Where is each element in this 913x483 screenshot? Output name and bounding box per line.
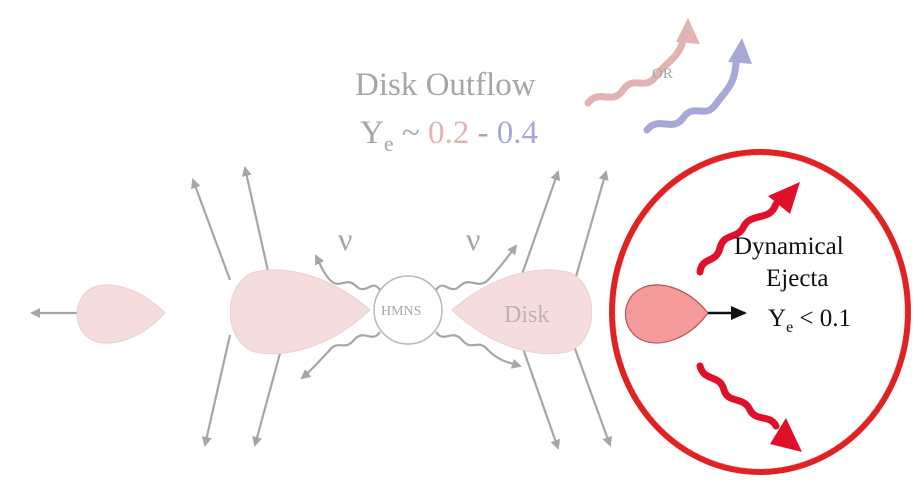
right-inner-down-arrow — [518, 339, 561, 450]
left-disk-lobe — [229, 269, 371, 355]
dynamical-ejecta-circle — [609, 149, 911, 475]
nu-squiggle-lower-left — [300, 331, 381, 380]
left-inner-up-arrow — [241, 166, 272, 281]
dynamical-ye-symbol: Y — [768, 305, 786, 332]
nu-squiggle-upper-left — [315, 254, 381, 291]
outflow-pink-emission-arrow — [584, 18, 700, 107]
far-left-ejecta-lobe — [76, 284, 166, 344]
dynamical-label: Dynamical — [734, 233, 844, 260]
right-outer-down-arrow — [568, 334, 612, 447]
nu-label-right: ν — [466, 221, 480, 257]
nu-label-left: ν — [338, 221, 352, 257]
outflow-ye-tilde: ~ — [394, 115, 428, 151]
hmns-circle — [373, 275, 443, 345]
red-emission-arrow-up — [696, 182, 800, 276]
nu-squiggle-lower-right — [435, 331, 522, 369]
left-outer-up-arrow — [191, 178, 232, 281]
or-label: OR — [652, 66, 673, 82]
disk-label: Disk — [504, 302, 549, 328]
dynamical-ejecta-lobe — [625, 284, 709, 344]
right-inner-up-arrow — [518, 170, 561, 281]
nu-squiggle-upper-right — [435, 244, 518, 291]
outflow-ye-label: Ye ~ 0.2 - 0.4 — [360, 115, 538, 156]
disk-outflow-title: Disk Outflow — [355, 67, 536, 103]
outflow-ye-low: 0.2 — [428, 115, 469, 151]
dynamical-ye-subscript: e — [786, 319, 793, 336]
outflow-ye-subscript: e — [384, 131, 394, 156]
dynamical-ye-relation: < 0.1 — [793, 305, 851, 332]
dynamical-ye-label: Ye < 0.1 — [768, 305, 851, 336]
outflow-ye-dash: - — [469, 115, 497, 151]
red-emission-arrow-down — [696, 362, 802, 452]
outflow-ye-high: 0.4 — [497, 115, 538, 151]
right-disk-lobe — [451, 269, 593, 355]
hmns-label: HMNS — [381, 304, 421, 319]
left-outer-down-arrow — [201, 334, 232, 447]
outflow-blue-emission-arrow — [643, 38, 752, 134]
right-outer-up-arrow — [573, 170, 609, 281]
outflow-ye-symbol: Y — [360, 115, 384, 151]
ejecta-label: Ejecta — [766, 265, 828, 292]
